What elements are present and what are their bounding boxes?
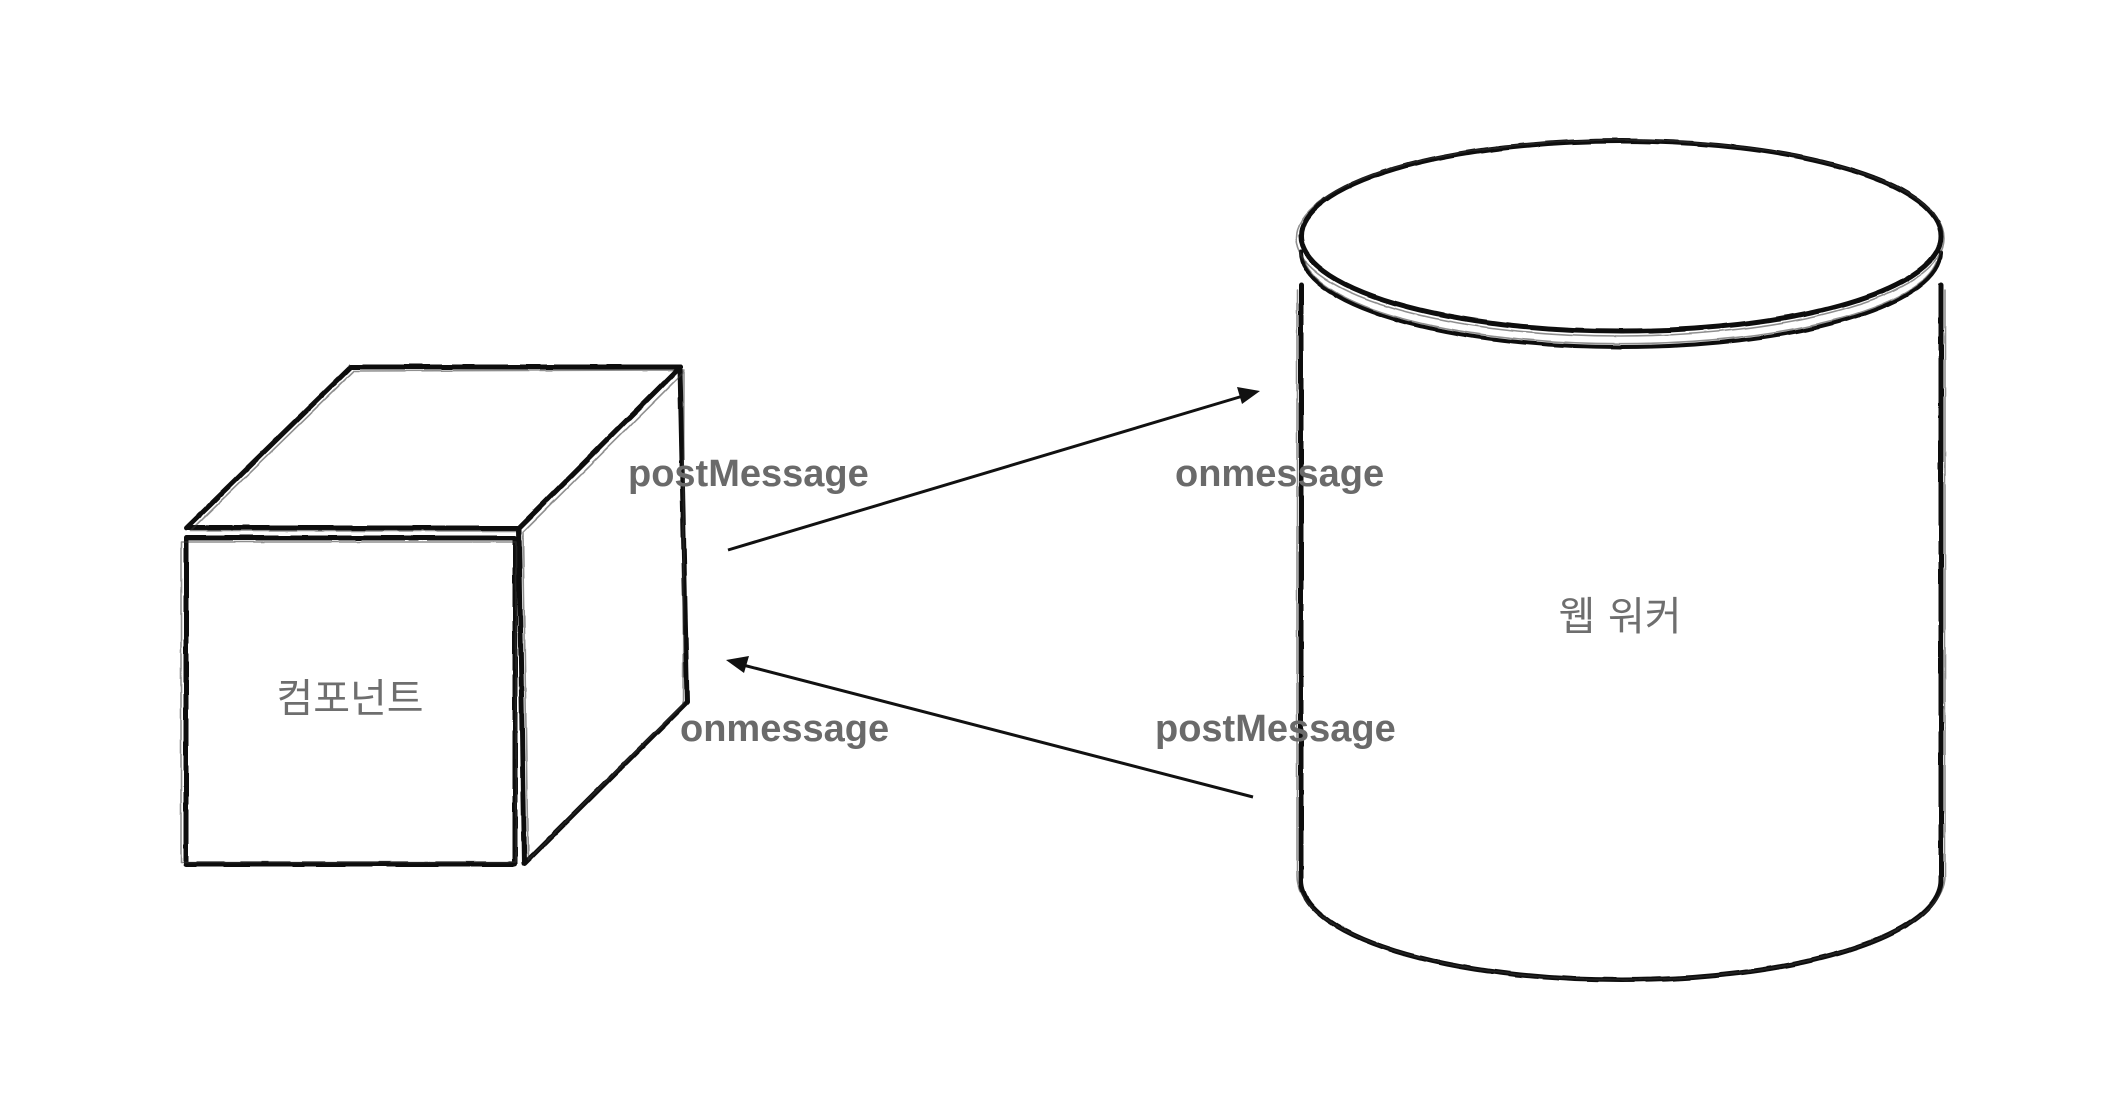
arrow-line-to-component (742, 663, 1254, 799)
cube-front-face (183, 535, 518, 867)
component-label: 컴포넌트 (276, 676, 423, 722)
cube-side-face (516, 364, 690, 867)
worker-post-message-label: postMessage (1155, 708, 1396, 750)
arrow-worker-to-component (726, 656, 1254, 799)
cylinder-top (1298, 138, 1944, 334)
arrow-line-to-worker (727, 394, 1244, 552)
arrow-component-to-worker (727, 387, 1260, 552)
web-worker-label: 웹 워커 (1558, 594, 1681, 640)
arrowhead-to-worker (1237, 387, 1260, 404)
component-cube: 컴포넌트 (180, 364, 690, 867)
web-worker-cylinder: 웹 워커 (1295, 138, 1946, 983)
worker-onmessage-label: onmessage (1175, 453, 1384, 495)
component-onmessage-label: onmessage (680, 708, 889, 750)
arrowhead-to-component (726, 656, 749, 673)
component-post-message-label: postMessage (628, 453, 869, 495)
